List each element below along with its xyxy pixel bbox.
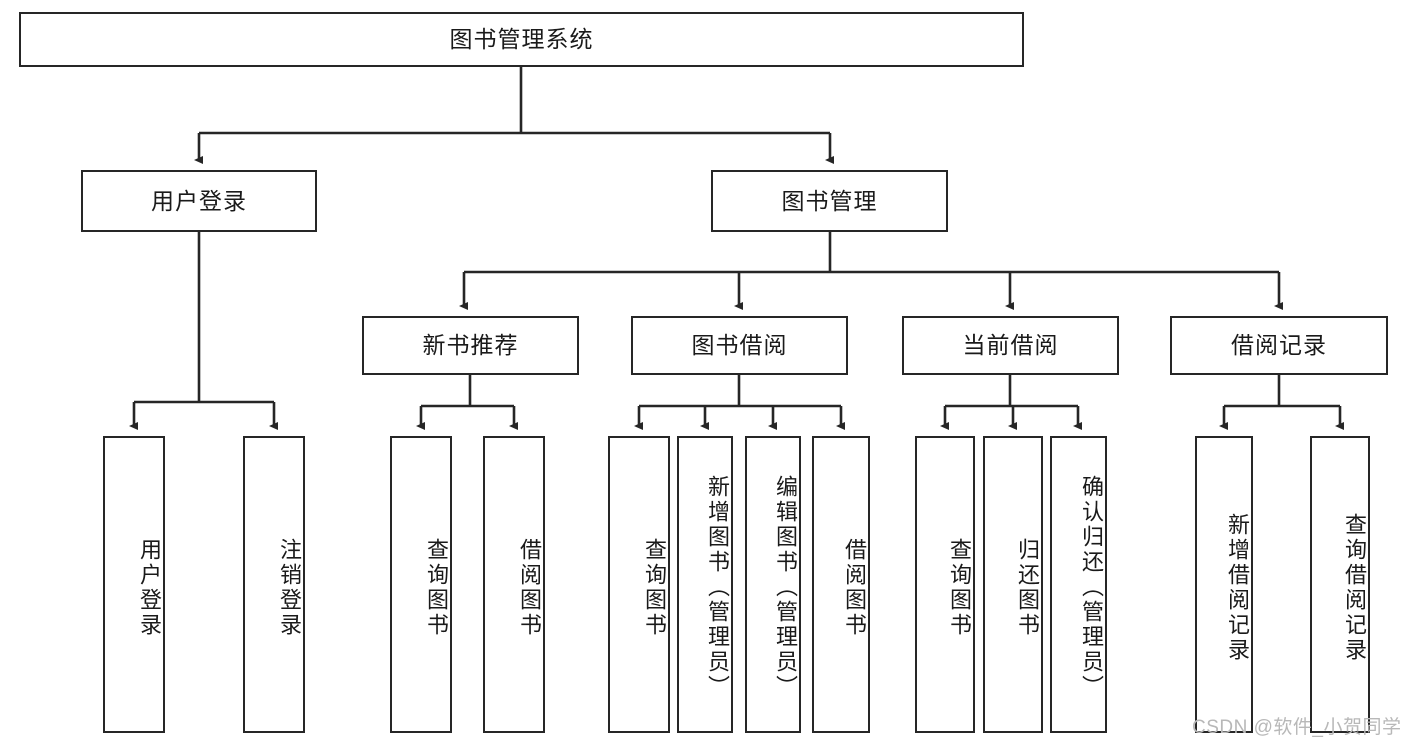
node-leaf-edit-book-admin[interactable]: 编辑图书（管理员） [745,436,801,733]
node-leaf-add-book-admin[interactable]: 新增图书（管理员） [677,436,733,733]
node-label: 当前借阅 [962,332,1059,359]
node-leaf-add-borrow-record[interactable]: 新增借阅记录 [1195,436,1253,733]
node-borrow-record[interactable]: 借阅记录 [1170,316,1388,375]
node-label: 注销登录 [277,537,302,638]
node-label: 编辑图书（管理员） [773,475,798,700]
node-new-book-recommend[interactable]: 新书推荐 [362,316,579,375]
node-label: 用户登录 [137,537,162,638]
node-leaf-borrow-book[interactable]: 借阅图书 [812,436,870,733]
node-label: 查询借阅记录 [1342,512,1367,663]
node-label: 查询图书 [424,537,449,638]
node-user-login[interactable]: 用户登录 [81,170,317,232]
node-label: 图书借阅 [691,332,788,359]
node-label: 确认归还（管理员） [1079,475,1104,700]
node-label: 查询图书 [642,537,667,638]
node-label: 用户登录 [151,187,247,214]
node-leaf-borrow-books-recommend[interactable]: 借阅图书 [483,436,545,733]
node-leaf-query-borrow-record[interactable]: 查询借阅记录 [1310,436,1370,733]
node-label: 借阅记录 [1231,332,1327,359]
node-label: 新书推荐 [422,332,519,359]
node-book-borrow[interactable]: 图书借阅 [631,316,848,375]
node-label: 新增借阅记录 [1225,512,1250,663]
node-label: 归还图书 [1015,537,1040,638]
watermark-label: CSDN @软件_小贺同学 [1192,717,1402,738]
node-leaf-query-books-current[interactable]: 查询图书 [915,436,975,733]
node-label: 新增图书（管理员） [705,475,730,700]
node-label: 借阅图书 [842,537,867,638]
node-label: 图书管理 [781,187,878,214]
node-leaf-logout-login[interactable]: 注销登录 [243,436,305,733]
node-book-management[interactable]: 图书管理 [711,170,948,232]
node-label: 借阅图书 [517,537,542,638]
node-label: 查询图书 [947,537,972,638]
node-leaf-confirm-return-admin[interactable]: 确认归还（管理员） [1050,436,1107,733]
node-leaf-query-books-borrow[interactable]: 查询图书 [608,436,670,733]
node-leaf-user-login[interactable]: 用户登录 [103,436,165,733]
node-leaf-query-books-recommend[interactable]: 查询图书 [390,436,452,733]
node-current-borrow[interactable]: 当前借阅 [902,316,1119,375]
node-leaf-return-book[interactable]: 归还图书 [983,436,1043,733]
node-book-management-system[interactable]: 图书管理系统 [19,12,1024,67]
